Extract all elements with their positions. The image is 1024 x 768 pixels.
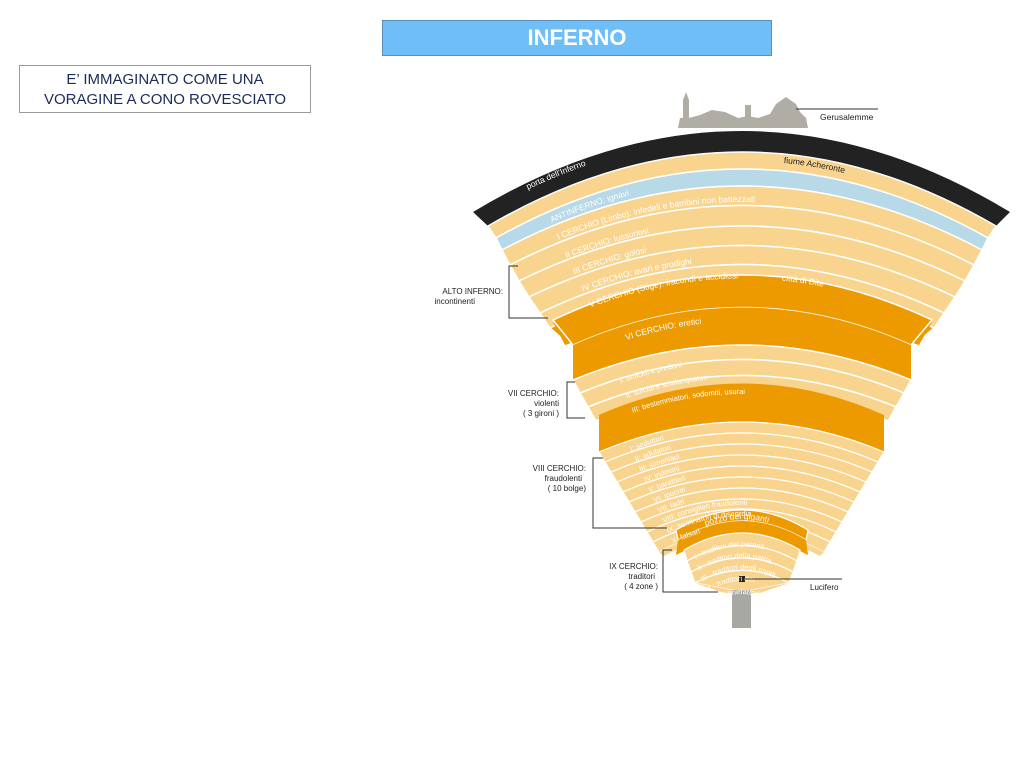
- vii-label-1: VII CERCHIO:: [508, 389, 559, 398]
- gate-band: [473, 131, 1010, 226]
- page-title: INFERNO: [527, 25, 627, 50]
- vii-label-3: ( 3 gironi ): [523, 409, 559, 418]
- jerusalem-skyline: Gerusalemme: [678, 92, 878, 128]
- title-banner: INFERNO: [382, 20, 772, 56]
- ix-label-1: IX CERCHIO:: [609, 562, 658, 571]
- side-labels: ALTO INFERNO: incontinenti VII CERCHIO: …: [435, 287, 839, 592]
- band-pozzo-lower: [676, 521, 808, 555]
- viii-label-3: ( 10 bolge): [548, 484, 587, 493]
- alto-inferno-bracket: [508, 265, 548, 319]
- viii-label-1: VIII CERCHIO:: [533, 464, 586, 473]
- alto-inferno-label-1: ALTO INFERNO:: [442, 287, 503, 296]
- band-viii-top: [599, 383, 884, 452]
- ix-label-2: traditori: [628, 572, 655, 581]
- lucifero-marker: [739, 576, 745, 582]
- ix-label-3: ( 4 zone ): [624, 582, 658, 591]
- gerusalemme-label: Gerusalemme: [820, 112, 874, 122]
- vii-label-2: violenti: [534, 399, 559, 408]
- inferno-funnel: [473, 131, 1010, 628]
- vii-bracket: [566, 381, 585, 419]
- lucifero-label: Lucifero: [810, 583, 839, 592]
- description-line-1: E’ IMMAGINATO COME UNA: [66, 71, 264, 88]
- description-box: E’ IMMAGINATO COME UNA VORAGINE A CONO R…: [19, 65, 311, 113]
- city-silhouette: [678, 92, 808, 128]
- viii-label-2: fraudolenti: [545, 474, 583, 483]
- cone-tip: [695, 583, 789, 594]
- band-vii-top: [573, 307, 911, 380]
- description-line-2: VORAGINE A CONO ROVESCIATO: [44, 91, 286, 108]
- ix-bracket: [662, 549, 718, 593]
- funnel-stem: [732, 590, 751, 628]
- side-annotations: [508, 265, 842, 593]
- zona-4-label-b: benefattori: [722, 587, 761, 599]
- alto-inferno-label-2: incontinenti: [435, 297, 476, 306]
- viii-bracket: [592, 457, 667, 529]
- city-tower: [745, 105, 751, 119]
